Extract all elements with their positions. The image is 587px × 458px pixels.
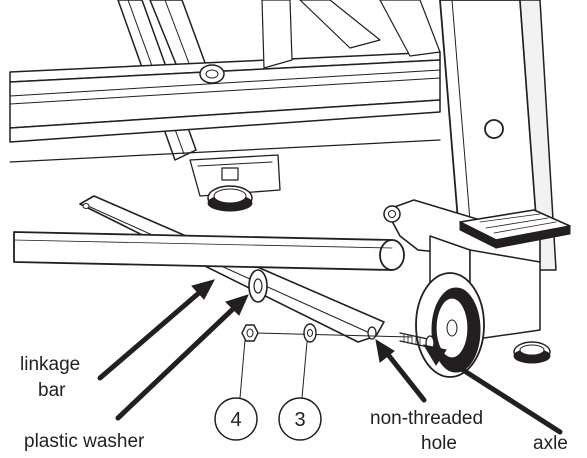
foot-pedal	[459, 209, 571, 249]
callout-4: 4	[214, 339, 258, 441]
label-non-threaded: non-threaded	[370, 408, 483, 429]
arrow-linkage-bar	[97, 279, 215, 381]
horizontal-tube	[13, 231, 405, 271]
label-bar: bar	[38, 380, 66, 401]
plastic-washer-part	[248, 269, 268, 303]
assembly-guide-line	[255, 332, 413, 338]
washer-part-3	[303, 323, 317, 343]
label-linkage: linkage	[20, 354, 80, 375]
label-hole: hole	[421, 433, 457, 454]
label-plastic-washer: plastic washer	[24, 431, 145, 452]
callout-4-number: 4	[230, 409, 241, 431]
arrow-axle	[422, 344, 563, 435]
arrow-plastic-washer	[115, 294, 249, 421]
callout-3-number: 3	[294, 409, 305, 431]
non-threaded-hole-part	[367, 326, 377, 340]
arrow-non-threaded-hole	[375, 338, 427, 403]
upper-frame	[9, 0, 557, 271]
linkage-bar	[79, 195, 385, 343]
label-axle: axle	[533, 433, 568, 454]
nut-part-4	[241, 324, 259, 342]
callout-3: 3	[278, 341, 322, 441]
